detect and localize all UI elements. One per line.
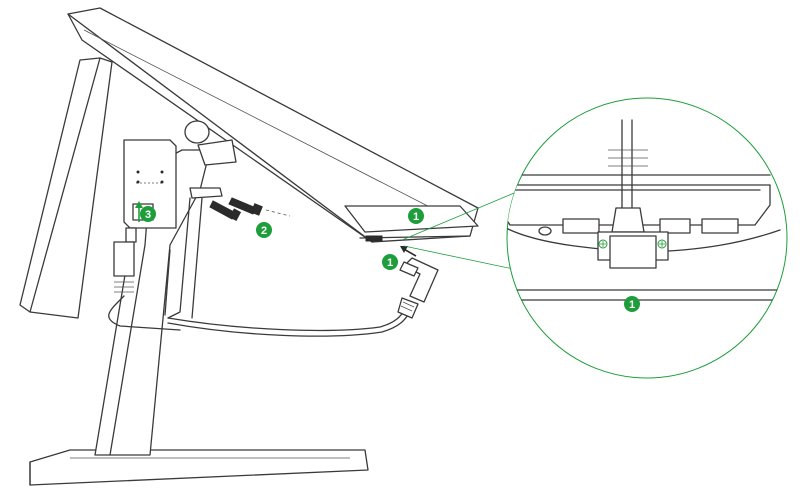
power-cable (167, 297, 419, 337)
svg-text:3: 3 (145, 209, 151, 221)
monitor-screen (67, 7, 479, 243)
callout-badge-connector: 1 (382, 254, 398, 270)
callout-badge-detail: 1 (624, 296, 640, 312)
screw-slot (167, 187, 223, 319)
stand-base (29, 449, 369, 486)
svg-text:2: 2 (261, 225, 267, 237)
callout-badge-bracket: 3 (140, 206, 156, 222)
bracket-cable (108, 227, 181, 331)
callout-lines (401, 187, 527, 271)
screw-icon (228, 197, 263, 216)
svg-text:1: 1 (387, 257, 393, 269)
svg-text:1: 1 (413, 211, 419, 223)
l-connector (399, 257, 439, 303)
monitor-back-panel (19, 57, 113, 319)
callout-badge-screen: 1 (408, 208, 424, 224)
screw-icon (209, 200, 242, 221)
callout-badge-screws: 2 (256, 222, 272, 238)
svg-text:1: 1 (629, 299, 635, 311)
hinge (184, 120, 237, 166)
arrow-up-icon (135, 201, 143, 222)
detail-magnifier (506, 97, 788, 379)
arrow-left-icon (400, 246, 417, 257)
